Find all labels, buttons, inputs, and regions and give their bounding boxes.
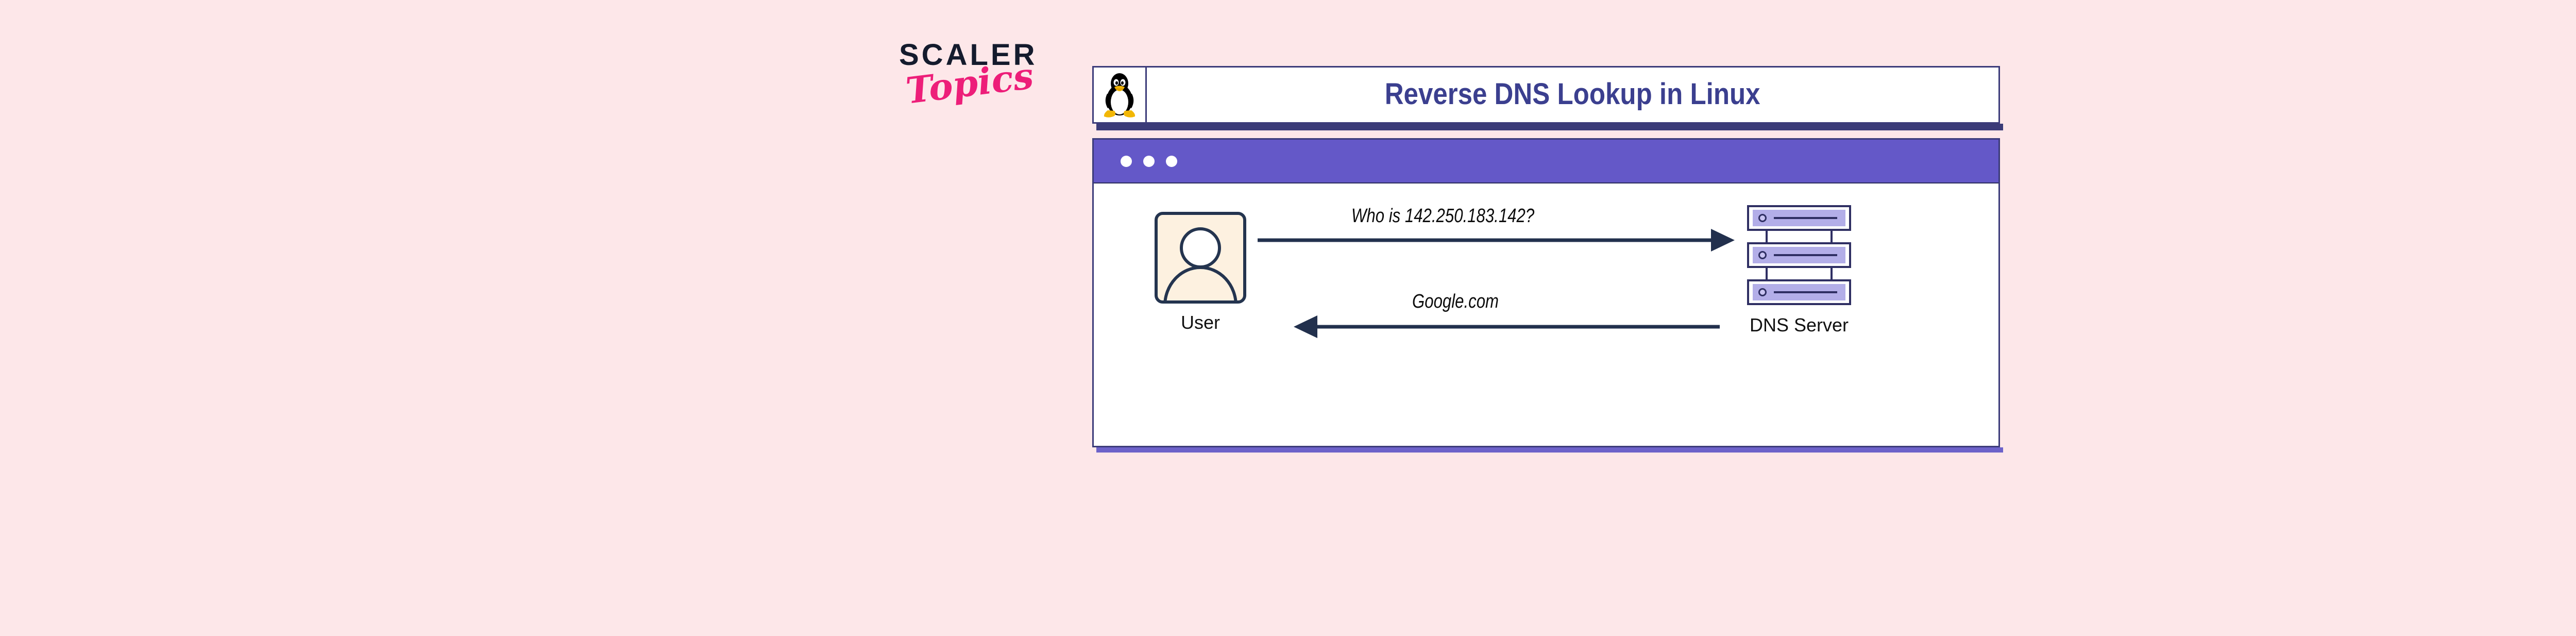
server-riser-right — [1831, 231, 1833, 242]
title-logo-cell — [1094, 68, 1147, 122]
server-riser-gap-2 — [1747, 268, 1851, 279]
server-unit-1 — [1747, 205, 1851, 231]
user-label: User — [1180, 312, 1220, 333]
query-arrow — [1258, 229, 1735, 252]
server-led-icon — [1758, 214, 1767, 222]
brand-wordmark: SCALER — [899, 38, 1038, 72]
window-dot-2[interactable] — [1143, 155, 1155, 167]
server-slot-line — [1774, 291, 1837, 293]
server-slot-line — [1774, 217, 1837, 219]
server-unit-2 — [1747, 242, 1851, 268]
server-led-icon — [1758, 288, 1767, 296]
user-node: User — [1155, 212, 1246, 333]
answer-arrow-label: Google.com — [1412, 291, 1499, 312]
dns-server-label: DNS Server — [1749, 314, 1849, 336]
user-avatar-icon — [1163, 227, 1238, 300]
user-avatar-box — [1155, 212, 1246, 304]
dns-lookup-diagram: User Who is 142.250.183.142? Google.com — [1094, 183, 1998, 447]
title-card: Reverse DNS Lookup in Linux — [1092, 66, 2000, 124]
server-riser-right — [1831, 268, 1833, 279]
browser-titlebar — [1094, 140, 1998, 183]
server-face-1 — [1753, 210, 1845, 226]
scaler-topics-logo: SCALER Topics — [899, 40, 1069, 133]
window-dot-1[interactable] — [1121, 155, 1132, 167]
page-title: Reverse DNS Lookup in Linux — [1385, 77, 1760, 111]
title-card-shadow — [1096, 124, 2003, 130]
server-led-icon — [1758, 251, 1767, 259]
linux-penguin-icon — [1104, 73, 1136, 118]
server-face-2 — [1753, 247, 1845, 263]
browser-window: User Who is 142.250.183.142? Google.com — [1092, 138, 2000, 447]
server-unit-3 — [1747, 279, 1851, 305]
title-text-cell: Reverse DNS Lookup in Linux — [1147, 68, 1998, 122]
answer-arrow — [1294, 315, 1720, 338]
server-riser-gap-1 — [1747, 231, 1851, 242]
window-dot-3[interactable] — [1166, 155, 1177, 167]
server-riser-left — [1766, 231, 1768, 242]
server-riser-left — [1766, 268, 1768, 279]
query-arrow-label: Who is 142.250.183.142? — [1351, 205, 1535, 227]
server-slot-line — [1774, 254, 1837, 256]
dns-server-node: DNS Server — [1747, 205, 1851, 336]
server-face-3 — [1753, 284, 1845, 300]
browser-card-shadow — [1096, 447, 2003, 453]
